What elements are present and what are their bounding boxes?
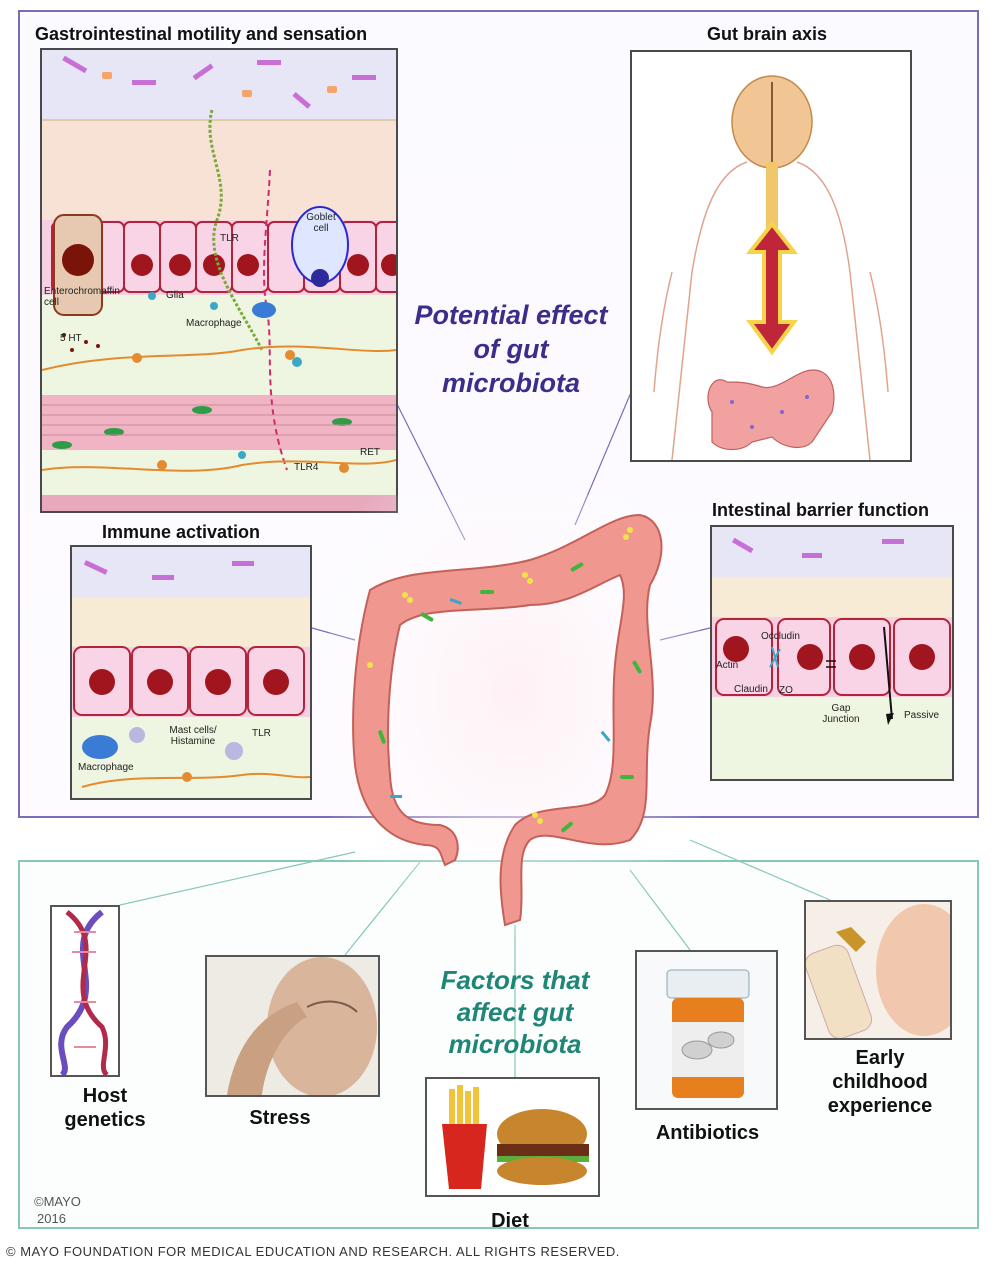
tlr-label-immune: TLR — [252, 728, 271, 739]
mayo-watermark: ©MAYO 2016 — [34, 1194, 81, 1226]
macrophage-label-gi: Macrophage — [186, 318, 242, 329]
enterochromaffin-label: Enterochromaffin cell — [44, 286, 120, 308]
dna-helix-icon — [58, 909, 109, 1075]
copyright-notice: © MAYO FOUNDATION FOR MEDICAL EDUCATION … — [6, 1244, 620, 1259]
gi-motility-panel — [40, 48, 398, 513]
stress-label: Stress — [249, 1107, 311, 1129]
occludin-label: Occludin — [761, 631, 800, 642]
gi-motility-illustration — [42, 50, 396, 511]
antibiotics-label: Antibiotics — [655, 1122, 760, 1144]
immune-illustration — [72, 547, 310, 798]
stressed-face-icon — [207, 957, 378, 1095]
mast-cells-label: Mast cells/ Histamine — [169, 725, 217, 747]
immune-activation-panel — [70, 545, 312, 800]
stress-image — [205, 955, 380, 1097]
fast-food-icon — [427, 1079, 598, 1195]
gut-brain-illustration — [653, 75, 889, 460]
diet-image — [425, 1077, 600, 1197]
early-childhood-image — [804, 900, 952, 1040]
gap-junction-label: Gap Junction — [822, 703, 860, 725]
pill-bottle-icon — [637, 952, 776, 1108]
gut-brain-title: Gut brain axis — [707, 24, 828, 44]
passive-label: Passive — [904, 710, 940, 721]
five-ht-label: 5 HT — [60, 333, 82, 344]
barrier-title: Intestinal barrier function — [712, 500, 930, 520]
immune-title: Immune activation — [102, 522, 261, 542]
macrophage-label-immune: Macrophage — [78, 762, 134, 773]
glia-label: Glia — [166, 290, 184, 301]
dna-image — [50, 905, 120, 1077]
early-childhood-label: Early childhood experience — [827, 1047, 933, 1117]
tlr4-label: TLR4 — [294, 462, 319, 473]
claudin-label: Claudin — [734, 684, 768, 695]
goblet-cell-label: Goblet cell — [306, 212, 336, 234]
gut-brain-panel — [630, 50, 912, 462]
barrier-illustration — [712, 527, 952, 779]
factors-heading: Factors that affect gut microbiota — [440, 965, 590, 1059]
baby-bottle-icon — [806, 902, 950, 1038]
colon-illustration — [330, 495, 700, 935]
potential-effect-heading: Potential effect of gut microbiota — [414, 300, 608, 398]
ret-label: RET — [360, 447, 380, 458]
zo-label: ZO — [779, 685, 793, 696]
barrier-function-panel — [710, 525, 954, 781]
antibiotics-image — [635, 950, 778, 1110]
tlr-label: TLR — [220, 233, 239, 244]
host-genetics-label: Host genetics — [64, 1085, 146, 1131]
diet-label: Diet — [491, 1210, 529, 1232]
actin-label: Actin — [716, 660, 739, 671]
gi-panel-title: Gastrointestinal motility and sensation — [35, 24, 368, 44]
